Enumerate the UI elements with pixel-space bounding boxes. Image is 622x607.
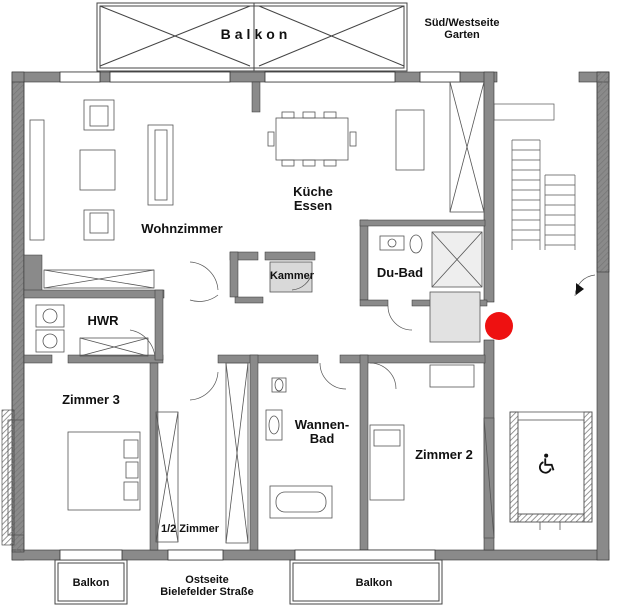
utility-room-fixtures: [35, 304, 149, 357]
label-wohnzimmer: Wohnzimmer: [141, 221, 223, 236]
shower-bath-fixtures: [379, 231, 483, 343]
windows-bottom: [59, 549, 436, 561]
label-orientation-south-west: Süd/Westseite Garten: [424, 17, 500, 42]
label-kueche-essen: Küche Essen: [293, 184, 333, 214]
half-room-furniture: [225, 362, 249, 544]
label-balkon-left: Balkon: [72, 577, 110, 589]
room2-furniture: [369, 364, 495, 539]
balcony-top: [96, 2, 408, 72]
kammer-floor: [269, 261, 313, 293]
room3-furniture: [7, 411, 179, 543]
wheelchair-icon: [537, 452, 559, 474]
label-hwr: HWR: [87, 313, 119, 328]
label-balkon-right: Balkon: [355, 577, 393, 589]
label-kammer: Kammer: [269, 270, 315, 282]
entrance-arrow-icon: [576, 283, 584, 295]
kitchen-furniture: [267, 81, 485, 213]
label-zimmer-2: Zimmer 2: [415, 447, 473, 462]
label-zimmer-3: Zimmer 3: [62, 392, 120, 407]
label-halbes-zimmer: 1/2 Zimmer: [160, 523, 220, 535]
tub-bath-fixtures: [265, 377, 333, 519]
windows-top: [59, 71, 461, 83]
living-room-furniture: [29, 99, 174, 289]
doors: [129, 261, 413, 401]
label-balkon-top: Balkon: [220, 26, 292, 42]
stairwell: [493, 103, 596, 297]
label-du-bad: Du-Bad: [376, 265, 424, 280]
label-east-side-street: Ostseite Bielefelder Straße: [160, 574, 254, 599]
location-marker[interactable]: [485, 312, 513, 340]
label-wannen-bad: Wannen- Bad: [294, 417, 350, 447]
elevator: [509, 411, 593, 530]
